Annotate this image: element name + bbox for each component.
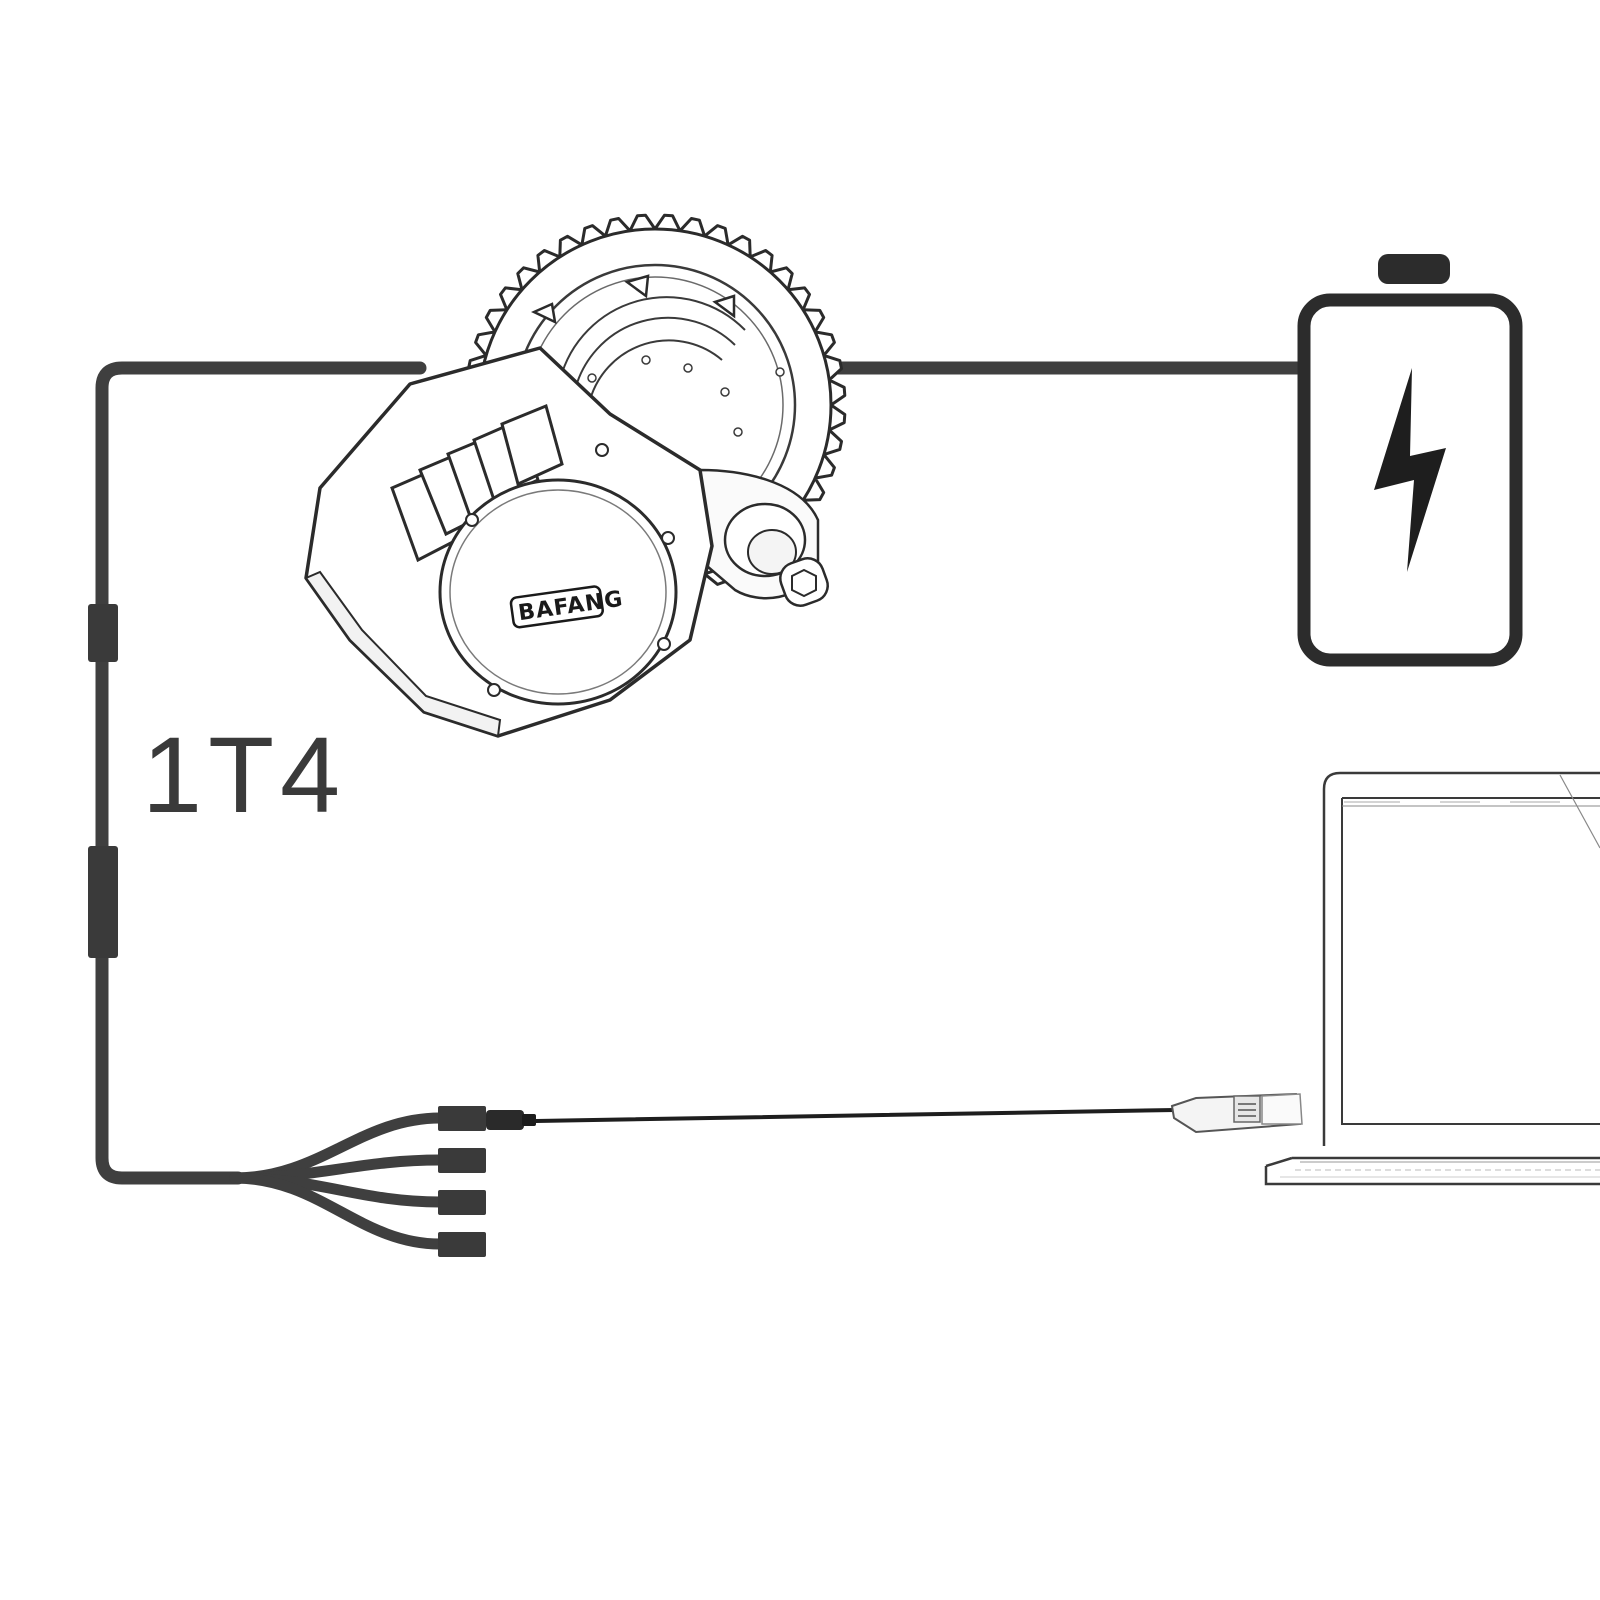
splitter-plug-3 bbox=[438, 1190, 486, 1215]
splitter-1t4 bbox=[229, 1106, 486, 1257]
motor-illustration: BAFANG bbox=[304, 213, 847, 738]
splitter-plug-2 bbox=[438, 1148, 486, 1173]
splitter-plug-1 bbox=[438, 1106, 486, 1131]
usb-programming-cable bbox=[486, 1092, 1303, 1134]
cable-label: 1T4 bbox=[142, 714, 346, 835]
inline-connector-upper bbox=[88, 604, 118, 662]
usb-dongle bbox=[1170, 1092, 1303, 1134]
inline-connector-lower bbox=[88, 846, 118, 958]
splitter-plug-4 bbox=[438, 1232, 486, 1257]
main-wire bbox=[95, 361, 1307, 1185]
lightning-bolt-icon bbox=[1374, 368, 1446, 572]
battery-icon bbox=[1297, 254, 1523, 667]
laptop-icon bbox=[1264, 771, 1600, 1186]
